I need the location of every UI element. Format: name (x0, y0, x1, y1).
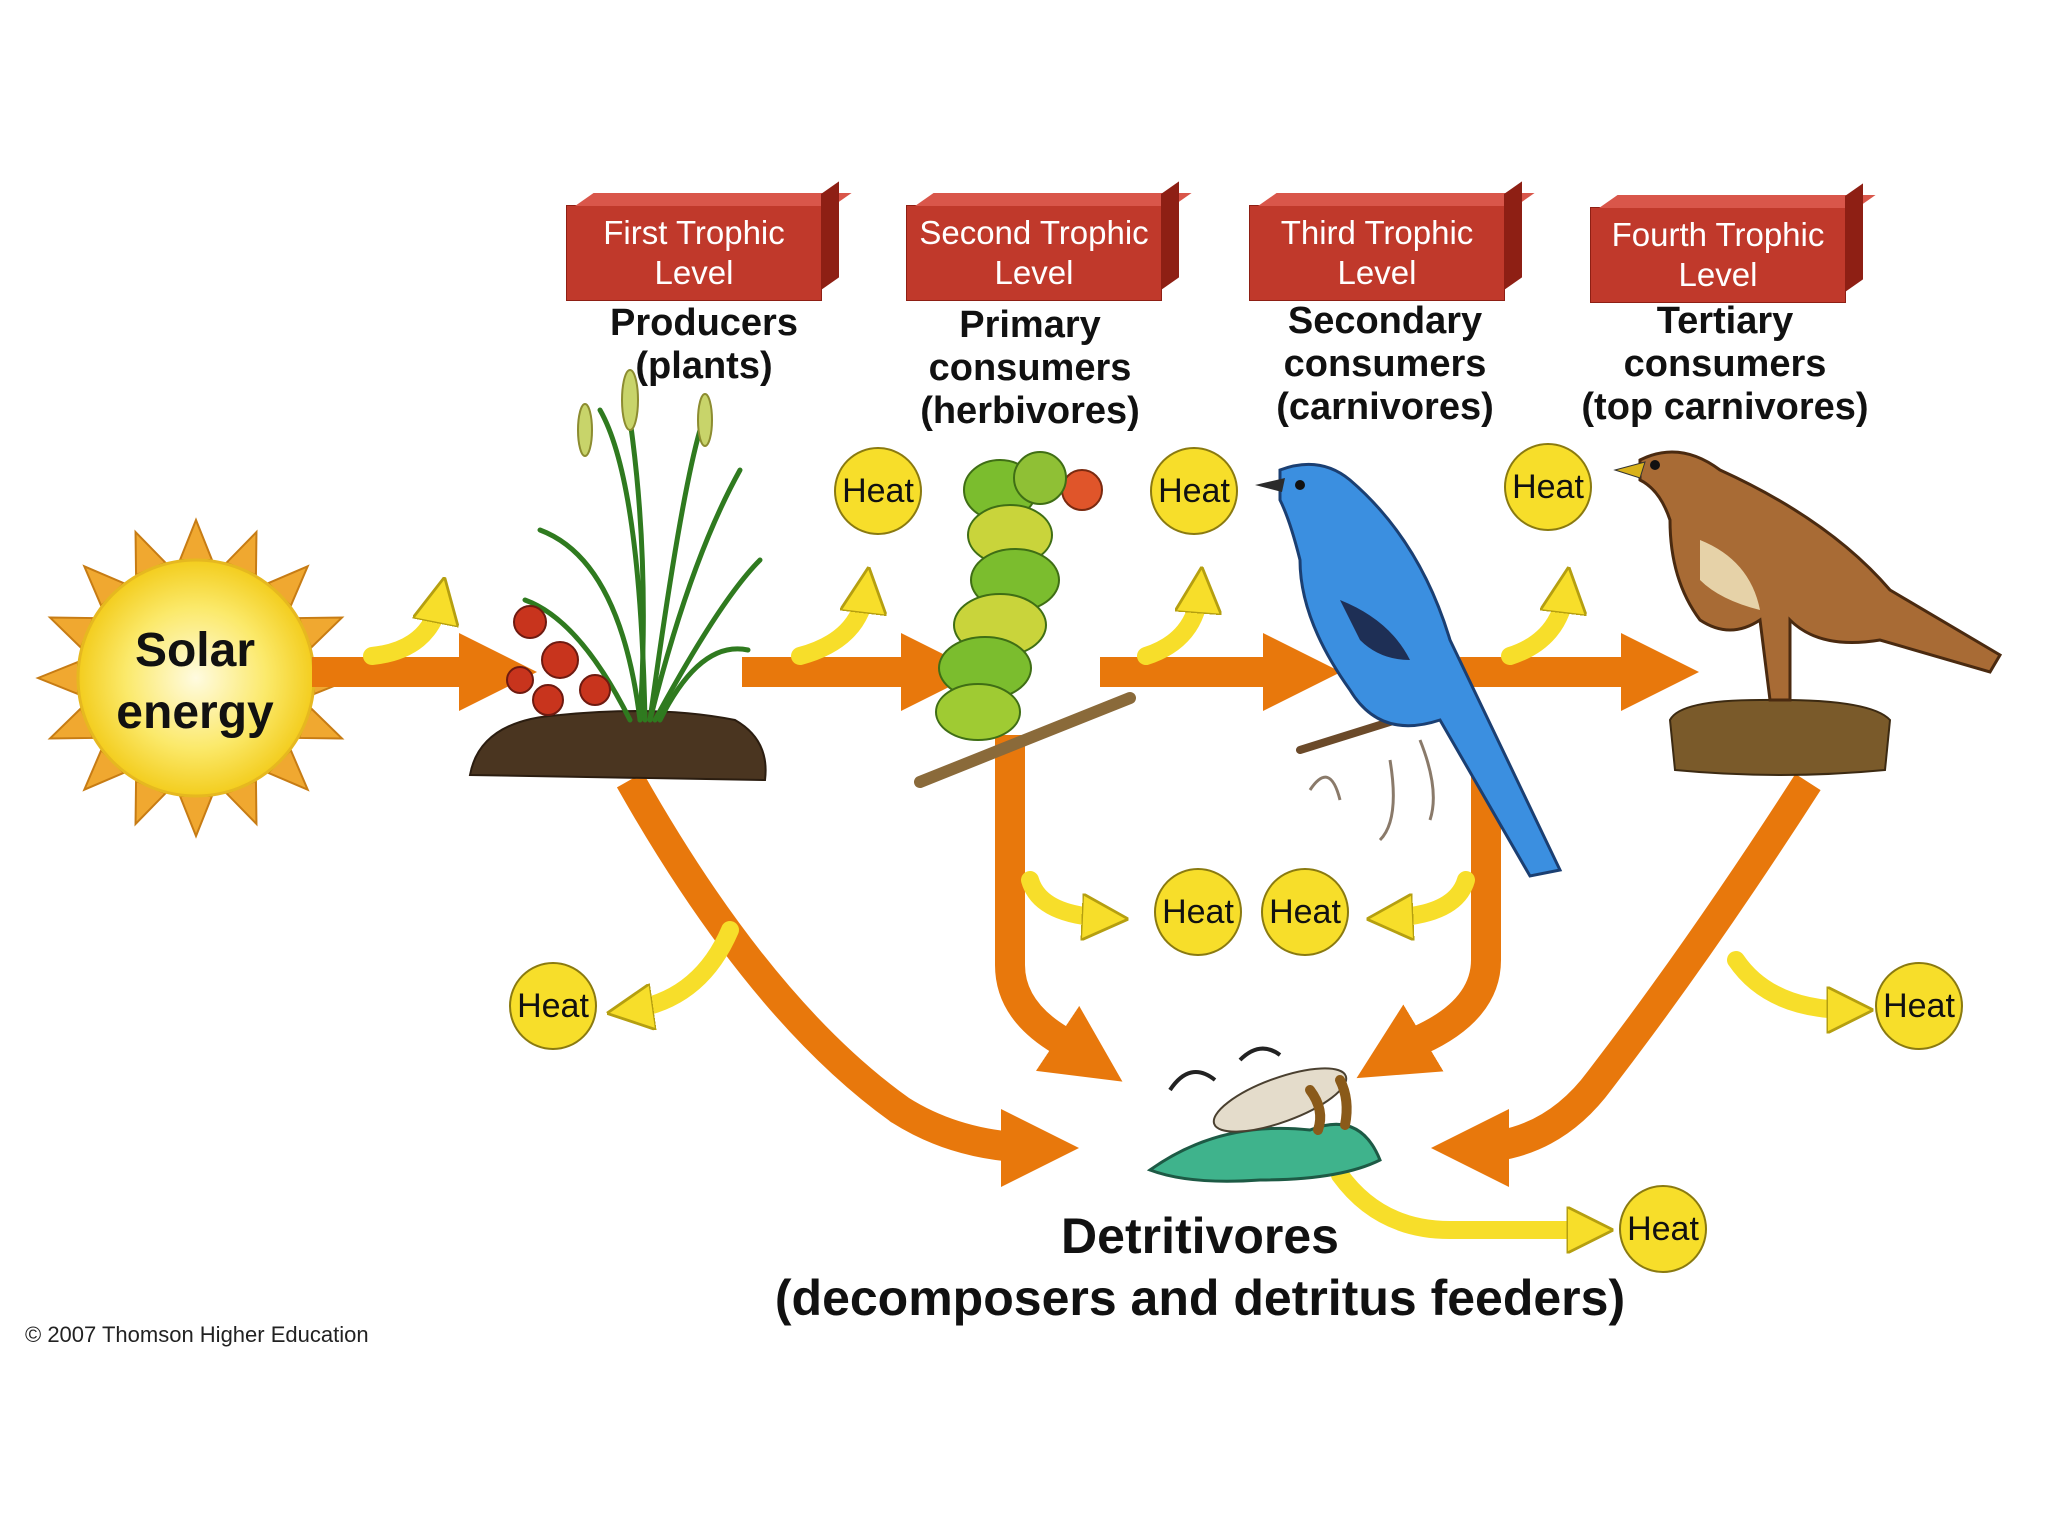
trophic-level-box-2-line1: Second Trophic (919, 214, 1149, 251)
trophic-level-box-4-line2: Level (1678, 256, 1758, 293)
trophic-level-box-1: First Trophic Level (566, 205, 822, 301)
heat-arrow-sun (363, 600, 440, 665)
detritivores-line1: Detritivores (1061, 1208, 1339, 1264)
heat-arrow-producer-waste (630, 921, 739, 1010)
solar-energy-line2: energy (116, 686, 274, 739)
heat-badge-primary-waste: Heat (1154, 868, 1242, 956)
role-label-primary-line2: consumers (928, 347, 1132, 389)
plants-illustration (468, 369, 767, 782)
flow-arrow-tertiary-to-detritivores (1431, 773, 1821, 1187)
role-label-tertiary-consumers: Tertiary consumers (top carnivores) (1555, 300, 1895, 429)
role-label-secondary-consumers: Secondary consumers (carnivores) (1225, 300, 1545, 429)
role-label-primary-line3: (herbivores) (920, 390, 1140, 432)
detritivores-line2: (decomposers and detritus feeders) (774, 1270, 1626, 1326)
energy-flow-arrows (312, 633, 1821, 1187)
bluebird-illustration (1255, 462, 1563, 878)
role-label-producers-line2: (plants) (635, 345, 773, 387)
heat-arrow-secondary-waste (1390, 871, 1475, 918)
copyright-notice: © 2007 Thomson Higher Education (25, 1322, 369, 1347)
trophic-level-box-4-line1: Fourth Trophic (1611, 216, 1825, 253)
role-label-primary-line1: Primary (959, 304, 1101, 346)
heat-badge-detritivores: Heat (1619, 1185, 1707, 1273)
solar-energy-line1: Solar (134, 624, 256, 677)
flow-arrow-primary-to-detritivores (995, 735, 1123, 1082)
role-label-tertiary-line3: (top carnivores) (1581, 386, 1869, 428)
role-label-secondary-line2: consumers (1283, 343, 1487, 385)
role-label-tertiary-line2: consumers (1623, 343, 1827, 385)
detritivores-label: Detritivores (decomposers and detritus f… (700, 1205, 1700, 1329)
role-label-producers: Producers (plants) (544, 302, 864, 388)
trophic-level-box-2-line2: Level (994, 254, 1074, 291)
heat-badge-tertiary-waste: Heat (1875, 962, 1963, 1050)
heat-arrow-primary-waste (1021, 871, 1105, 918)
flow-arrow-secondary-to-detritivores (1356, 770, 1501, 1079)
heat-badge-secondary: Heat (1504, 443, 1592, 531)
detritivores-illustration (1146, 1046, 1382, 1183)
heat-arrow-secondary (1501, 590, 1566, 665)
trophic-level-box-3: Third Trophic Level (1249, 205, 1505, 301)
role-label-producers-line1: Producers (610, 302, 798, 344)
heat-badge-secondary-waste: Heat (1261, 868, 1349, 956)
heat-arrow-tertiary-waste (1727, 951, 1850, 1010)
sun-icon (35, 517, 357, 839)
hawk-illustration (1613, 450, 2003, 776)
trophic-level-box-1-line2: Level (654, 254, 734, 291)
role-label-secondary-line3: (carnivores) (1276, 386, 1494, 428)
heat-arrow-detritivores (1331, 1166, 1590, 1230)
trophic-level-box-1-line1: First Trophic (603, 214, 785, 251)
role-label-primary-consumers: Primary consumers (herbivores) (870, 304, 1190, 433)
flow-arrow-producers-to-detritivores (616, 772, 1079, 1187)
role-label-secondary-line1: Secondary (1287, 300, 1483, 342)
solar-energy-label: Solar energy (95, 620, 295, 744)
trophic-level-box-2: Second Trophic Level (906, 205, 1162, 301)
heat-badge-primary: Heat (1150, 447, 1238, 535)
heat-arrow-producers (791, 590, 866, 665)
heat-arrow-primary (1137, 590, 1200, 665)
trophic-level-box-4: Fourth Trophic Level (1590, 207, 1846, 303)
caterpillar-illustration (914, 451, 1136, 788)
heat-badge-producer-waste: Heat (509, 962, 597, 1050)
heat-badge-producers: Heat (834, 447, 922, 535)
role-label-tertiary-line1: Tertiary (1656, 300, 1794, 342)
heat-loss-arrows (363, 590, 1850, 1230)
trophic-level-box-3-line1: Third Trophic (1280, 214, 1474, 251)
trophic-level-box-3-line2: Level (1337, 254, 1417, 291)
